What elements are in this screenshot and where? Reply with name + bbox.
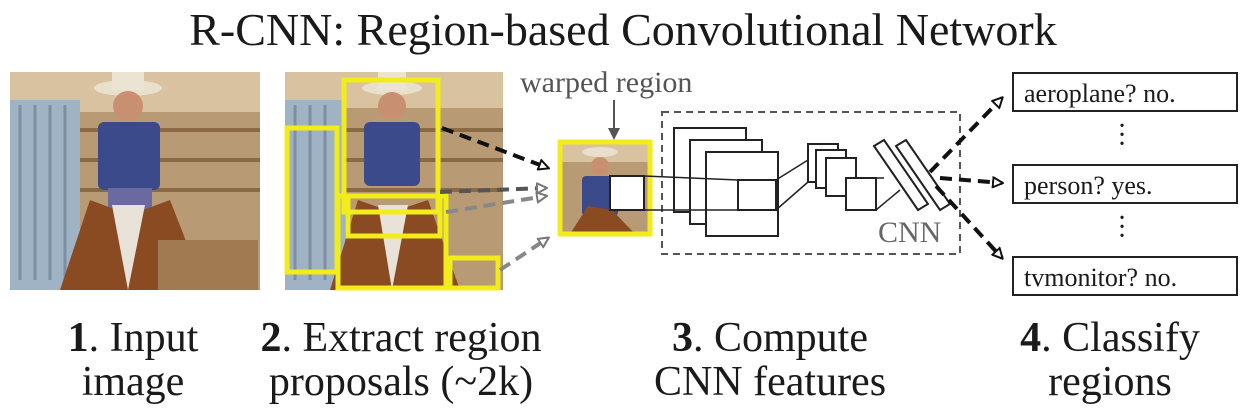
step-3-caption: 3. Compute CNN features: [620, 316, 920, 404]
step-text: . Input: [88, 315, 199, 361]
step-number: 4: [1020, 315, 1042, 361]
class-box-person: person? yes.: [1012, 164, 1238, 204]
step-number: 3: [672, 315, 693, 361]
proposal-image: [285, 72, 503, 290]
input-image: [10, 72, 260, 290]
proposal-boxes: [284, 77, 501, 291]
step-text: . Classify: [1041, 315, 1200, 361]
diagram-title: R-CNN: Region-based Convolutional Networ…: [189, 4, 1057, 55]
warped-region-label: warped region: [520, 66, 693, 99]
class-box-aeroplane: aeroplane? no.: [1012, 72, 1238, 112]
step-text: . Extract region: [281, 315, 542, 361]
cnn-label: CNN: [878, 216, 942, 249]
step-text: CNN features: [653, 359, 887, 405]
step-number: 1: [67, 315, 89, 361]
step-text: regions: [1048, 359, 1172, 405]
class-box-tvmonitor: tvmonitor? no.: [1012, 256, 1238, 296]
cnn-container: [661, 111, 961, 255]
vertical-ellipsis: ···: [1117, 203, 1127, 252]
cnn-layers: [609, 127, 877, 237]
step-text: proposals (~2k): [268, 359, 534, 405]
step-number: 2: [260, 315, 282, 361]
step-2-caption: 2. Extract region proposals (~2k): [236, 316, 566, 404]
step-1-caption: 1. Input image: [28, 316, 238, 404]
step-text: image: [81, 359, 185, 405]
step-4-caption: 4. Classify regions: [990, 316, 1230, 404]
vertical-ellipsis: ···: [1117, 111, 1127, 160]
step-text: . Compute: [693, 315, 868, 361]
